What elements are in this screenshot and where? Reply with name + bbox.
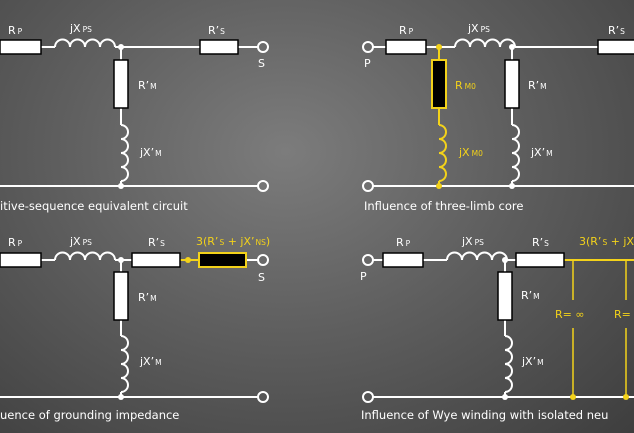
terminal-p — [362, 254, 374, 266]
node-dot — [185, 257, 191, 263]
label-jxm: jX’M — [521, 355, 544, 368]
resistor-rm0 — [431, 59, 447, 109]
node-dot — [436, 44, 442, 50]
inductor-jxm — [504, 335, 513, 393]
node-dot — [436, 183, 442, 189]
terminal-p-return — [362, 391, 374, 403]
inductor-jxps — [446, 251, 508, 261]
caption-three-limb-core: Influence of three-limb core — [364, 199, 523, 213]
resistor-rp — [385, 39, 427, 55]
resistor-rs — [515, 252, 565, 268]
inductor-jxm0 — [438, 124, 447, 182]
resistor-rm — [504, 59, 520, 109]
label-rs: R’S — [208, 24, 225, 37]
label-r-infinite-2: R= — [614, 308, 631, 321]
label-jxm: jX’M — [139, 355, 162, 368]
node-dot — [623, 394, 629, 400]
label-port-s: S — [258, 271, 265, 284]
label-jxm: jX’M — [530, 146, 553, 159]
grounding-impedance — [198, 252, 247, 268]
label-port-p: P — [364, 57, 371, 70]
resistor-rp — [382, 252, 424, 268]
resistor-rs — [597, 39, 634, 55]
terminal-s — [257, 41, 269, 53]
node-dot — [509, 44, 515, 50]
panel-three-limb-core — [373, 38, 634, 187]
node-dot — [118, 183, 124, 189]
resistor-rm — [497, 271, 513, 321]
label-rs: R’S — [608, 24, 625, 37]
label-rm: R’M — [138, 79, 157, 92]
label-port-s: S — [258, 57, 265, 70]
terminal-p — [362, 41, 374, 53]
terminal-s-return — [257, 180, 269, 192]
node-dot — [118, 44, 124, 50]
label-neutral-impedance: 3(R’S + jX’ — [579, 235, 634, 248]
node-dot — [502, 394, 508, 400]
resistor-rm — [113, 271, 129, 321]
label-port-p: P — [360, 270, 367, 283]
resistor-rp — [0, 39, 42, 55]
label-rm: R’M — [528, 79, 547, 92]
inductor-jxps — [54, 251, 116, 261]
label-r-infinite: R= ∞ — [555, 308, 585, 321]
inductor-jxm — [120, 124, 129, 182]
node-dot — [118, 394, 124, 400]
inductor-jxm — [511, 124, 520, 182]
terminal-s — [257, 254, 269, 266]
node-dot — [509, 183, 515, 189]
label-rm: R’M — [138, 291, 157, 304]
terminal-p-return — [362, 180, 374, 192]
node-dot — [570, 394, 576, 400]
panel-grounding-impedance — [0, 251, 258, 398]
inductor-jxps — [454, 38, 516, 48]
label-rs: R’S — [532, 236, 549, 249]
caption-positive-sequence: itive-sequence equivalent circuit — [0, 199, 188, 213]
caption-grounding-impedance: uence of grounding impedance — [0, 408, 179, 422]
inductor-jxm — [120, 335, 129, 393]
resistor-rm — [113, 59, 129, 109]
node-dot — [502, 257, 508, 263]
resistor-rs — [199, 39, 239, 55]
resistor-rs — [131, 252, 181, 268]
label-rs: R’S — [148, 236, 165, 249]
label-rm: R’M — [521, 289, 540, 302]
panel-positive-sequence — [0, 38, 258, 187]
inductor-jxps — [54, 38, 116, 48]
label-jxm: jX’M — [139, 146, 162, 159]
node-dot — [118, 257, 124, 263]
resistor-rp — [0, 252, 42, 268]
label-grounding-impedance: 3(R’S + jX’NS) — [196, 235, 270, 248]
terminal-s-return — [257, 391, 269, 403]
caption-wye-isolated-neutral: Influence of Wye winding with isolated n… — [361, 408, 608, 422]
